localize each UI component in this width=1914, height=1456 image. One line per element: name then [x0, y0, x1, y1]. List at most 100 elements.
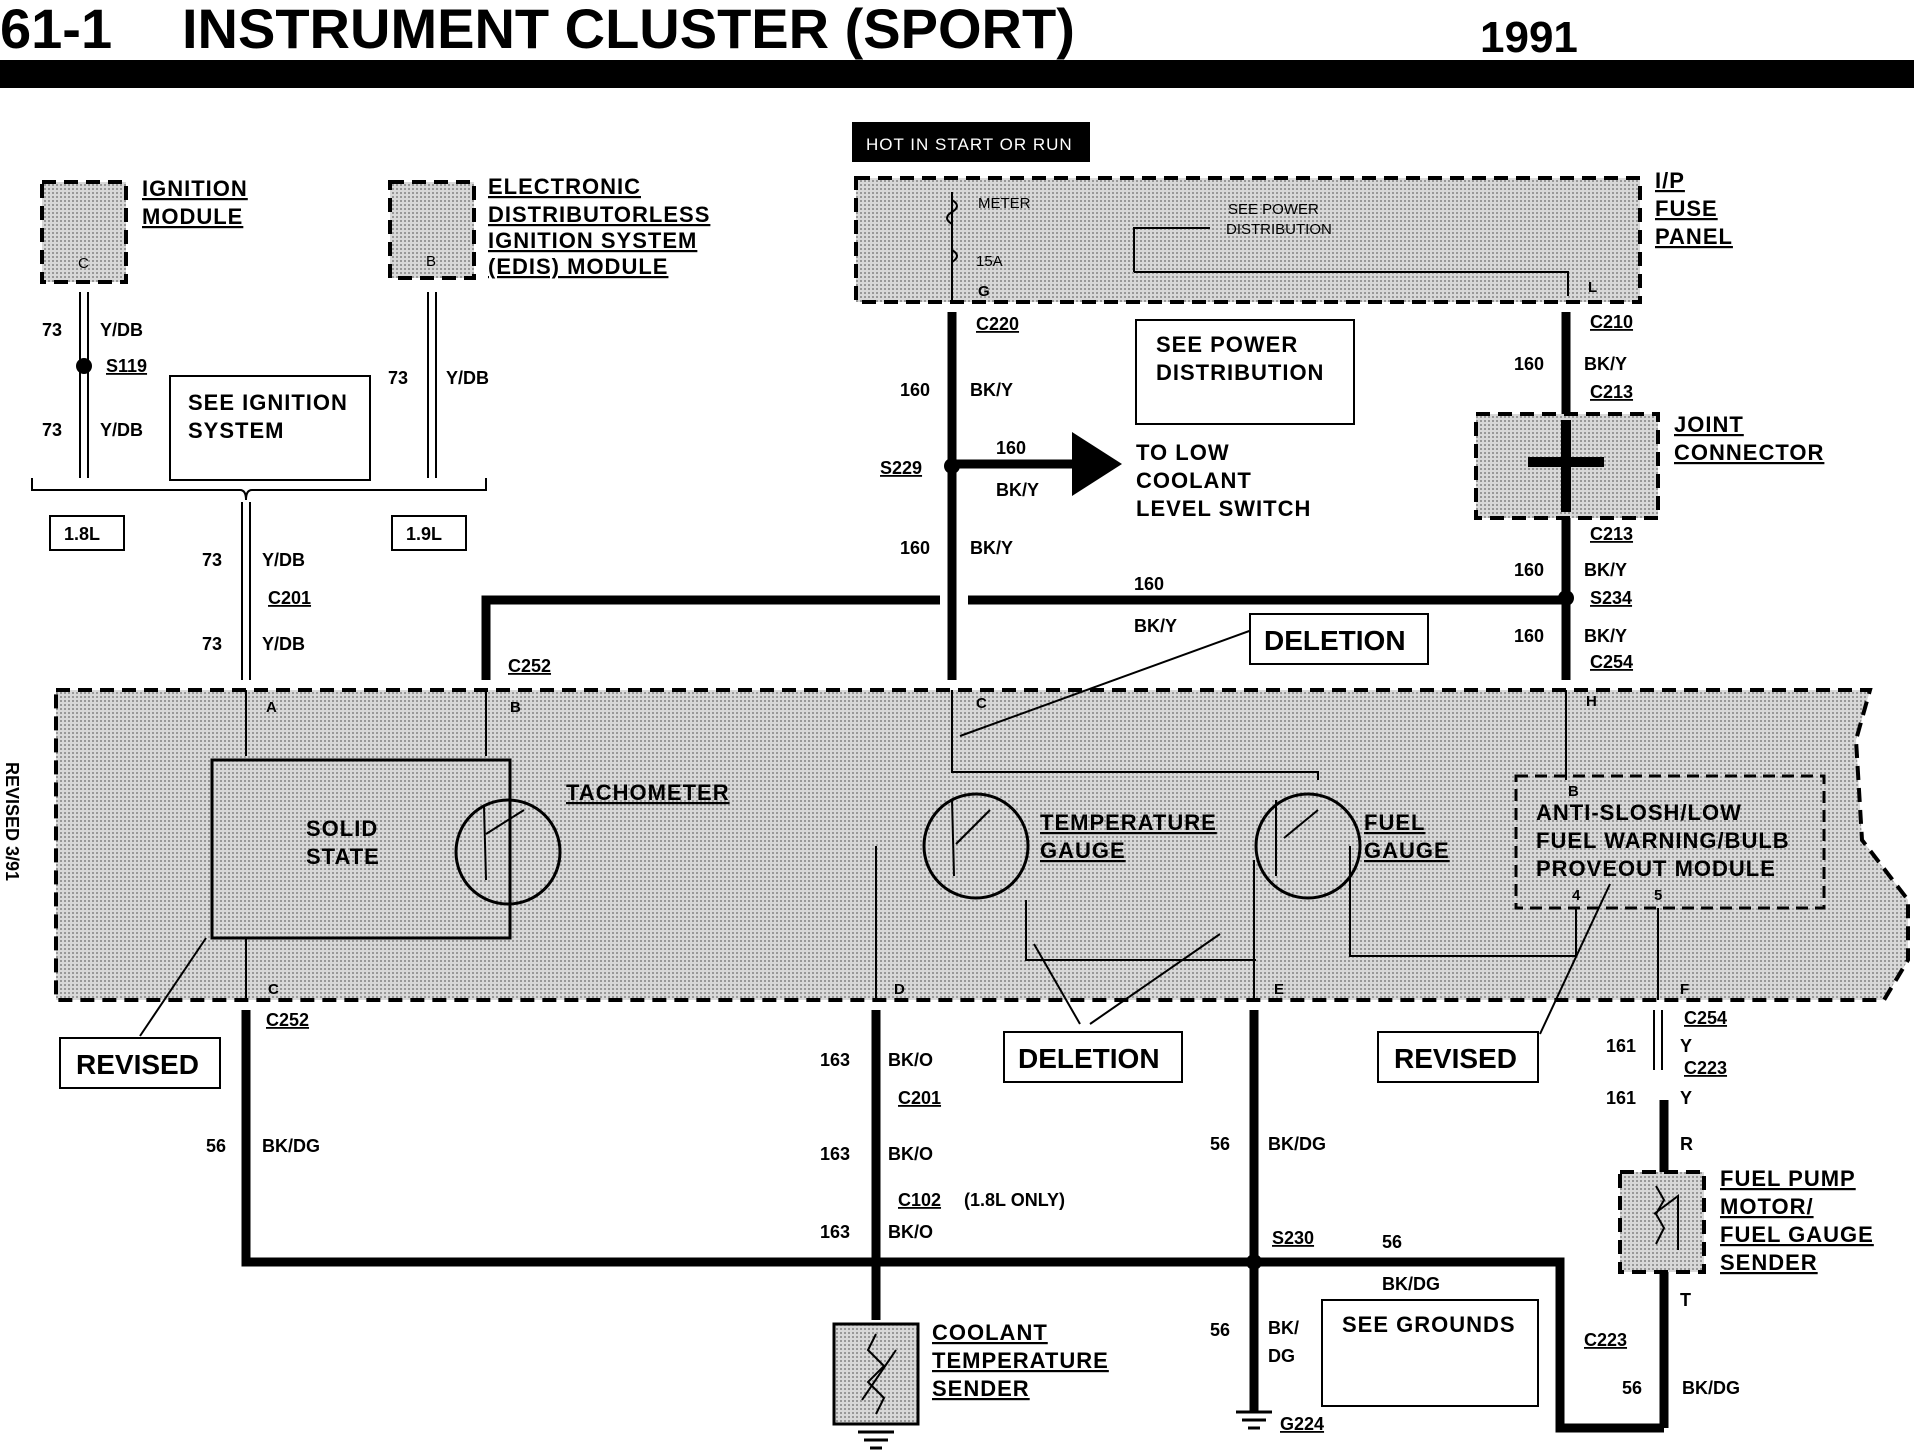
fuse-panel-box — [854, 176, 1642, 304]
wire-bky-c: BK/Y — [970, 538, 1013, 558]
wire-ydb-e: Y/DB — [262, 634, 305, 654]
wire-56-a: 56 — [206, 1136, 226, 1156]
svg-text:COOLANT: COOLANT — [1136, 468, 1252, 493]
revised-label-left: REVISED — [76, 1049, 199, 1080]
wire-73-e: 73 — [202, 634, 222, 654]
anti-slosh-module-label: ANTI-SLOSH/LOW FUEL WARNING/BULB PROVEOU… — [1536, 800, 1789, 881]
pin-5: 5 — [1654, 887, 1662, 904]
pin-4: 4 — [1572, 887, 1581, 904]
ground-symbol-g224 — [1236, 1410, 1272, 1430]
page-title: INSTRUMENT CLUSTER (SPORT) — [182, 0, 1075, 60]
svg-text:JOINT: JOINT — [1674, 412, 1744, 437]
pin-f: F — [1680, 981, 1689, 998]
ignition-pin-c: C — [78, 255, 89, 272]
header-bar — [0, 60, 1914, 88]
wire-bky-e: BK/Y — [1584, 354, 1627, 374]
c254b-label: C254 — [1684, 1008, 1727, 1028]
s234-label: S234 — [1590, 588, 1632, 608]
svg-text:PROVEOUT MODULE: PROVEOUT MODULE — [1536, 856, 1776, 881]
deletion-label-bottom: DELETION — [1018, 1043, 1160, 1074]
revised-label-right: REVISED — [1394, 1043, 1517, 1074]
anti-slosh-module-box — [1514, 774, 1826, 910]
deletion-pointer-top — [959, 629, 1253, 737]
wire-bkdg-c: BK/DG — [1382, 1274, 1440, 1294]
svg-text:MODULE: MODULE — [142, 204, 243, 229]
deletion-pointers-bottom — [1033, 933, 1221, 1025]
pin-h: H — [1586, 693, 1597, 710]
page-code: 61-1 — [0, 0, 112, 60]
see-power-2: DISTRIBUTION — [1156, 360, 1324, 385]
pin-d: D — [894, 981, 905, 998]
wire-160-c: 160 — [900, 538, 930, 558]
pin-c: C — [976, 695, 987, 712]
temperature-needle — [951, 799, 991, 877]
see-grounds-label: SEE GROUNDS — [1342, 1312, 1516, 1337]
page-year: 1991 — [1480, 13, 1578, 62]
instrument-cluster-box — [54, 688, 1910, 1002]
temperature-gauge-label: TEMPERATURE GAUGE — [1040, 810, 1216, 863]
engine-19-box — [391, 515, 467, 551]
pin-e: E — [1274, 981, 1284, 998]
pin-a: A — [266, 699, 277, 716]
power-wire-160-bus — [481, 595, 1566, 680]
svg-text:GAUGE: GAUGE — [1364, 838, 1450, 863]
s119-label: S119 — [106, 356, 147, 376]
revised-box-left — [59, 1037, 221, 1089]
wire-163-b: 163 — [820, 1144, 850, 1164]
c254a-label: C254 — [1590, 652, 1633, 672]
c102-label: C102 — [898, 1190, 941, 1210]
wire-bkdg-b: BK/DG — [1268, 1134, 1326, 1154]
tachometer-needle — [483, 805, 525, 881]
svg-text:ANTI-SLOSH/LOW: ANTI-SLOSH/LOW — [1536, 800, 1742, 825]
wire-73-b: 73 — [42, 420, 62, 440]
c201b-label: C201 — [898, 1088, 941, 1108]
wire-bko-b: BK/O — [888, 1144, 933, 1164]
pin-c2: C — [268, 981, 279, 998]
wire-y-a: Y — [1680, 1036, 1692, 1056]
revised-box-right — [1377, 1031, 1539, 1083]
low-coolant-arrow — [1072, 432, 1122, 496]
wire-56-d: 56 — [1210, 1320, 1230, 1340]
edis-module-box — [388, 180, 476, 280]
solid-state-1: SOLID — [306, 816, 378, 841]
engine-19-label: 1.9L — [406, 524, 442, 544]
c213a-label: C213 — [1590, 382, 1633, 402]
fuse-15a-label: 15A — [976, 253, 1003, 270]
wire-160-b: 160 — [996, 438, 1026, 458]
engine-18-box — [49, 515, 125, 551]
pin-b2: B — [1568, 783, 1579, 800]
ignition-signal-wires — [79, 292, 437, 478]
coolant-sender-resistor — [861, 1333, 897, 1415]
wire-bk-d: BK/ — [1268, 1318, 1299, 1338]
splice-s119 — [76, 358, 92, 374]
fuel-sender-resistor — [1653, 1185, 1679, 1250]
splice-s229 — [944, 458, 960, 474]
c252b-label: C252 — [266, 1010, 309, 1030]
wire-bky-g: BK/Y — [1584, 626, 1627, 646]
coolant-sender-label: COOLANT TEMPERATURE SENDER — [932, 1320, 1108, 1401]
meter-label: METER — [978, 195, 1031, 212]
wire-bko-a: BK/O — [888, 1050, 933, 1070]
fuse-panel-label: I/P FUSE PANEL — [1655, 168, 1732, 249]
ignition-module-box — [40, 180, 128, 284]
svg-text:FUEL PUMP: FUEL PUMP — [1720, 1166, 1856, 1191]
wire-bky-d: BK/Y — [1134, 616, 1177, 636]
wire-bky-a: BK/Y — [970, 380, 1013, 400]
svg-text:TO LOW: TO LOW — [1136, 440, 1230, 465]
c220-label: C220 — [976, 314, 1019, 334]
pin-l: L — [1588, 279, 1597, 296]
wire-73-c: 73 — [388, 368, 408, 388]
wire-160-d: 160 — [1134, 574, 1164, 594]
wire-73-d: 73 — [202, 550, 222, 570]
edis-pin-b: B — [426, 253, 436, 270]
svg-text:FUEL GAUGE: FUEL GAUGE — [1720, 1222, 1874, 1247]
wire-163-a: 163 — [820, 1050, 850, 1070]
fuel-gauge — [1254, 792, 1362, 900]
low-coolant-label: TO LOW COOLANT LEVEL SWITCH — [1136, 440, 1310, 521]
wire-ydb-c: Y/DB — [446, 368, 489, 388]
wire-73-a: 73 — [42, 320, 62, 340]
wire-bkdg-e: BK/DG — [1682, 1378, 1740, 1398]
revised-note: REVISED 3/91 — [2, 762, 22, 881]
edis-module-label: ELECTRONIC DISTRIBUTORLESS IGNITION SYST… — [488, 174, 709, 279]
